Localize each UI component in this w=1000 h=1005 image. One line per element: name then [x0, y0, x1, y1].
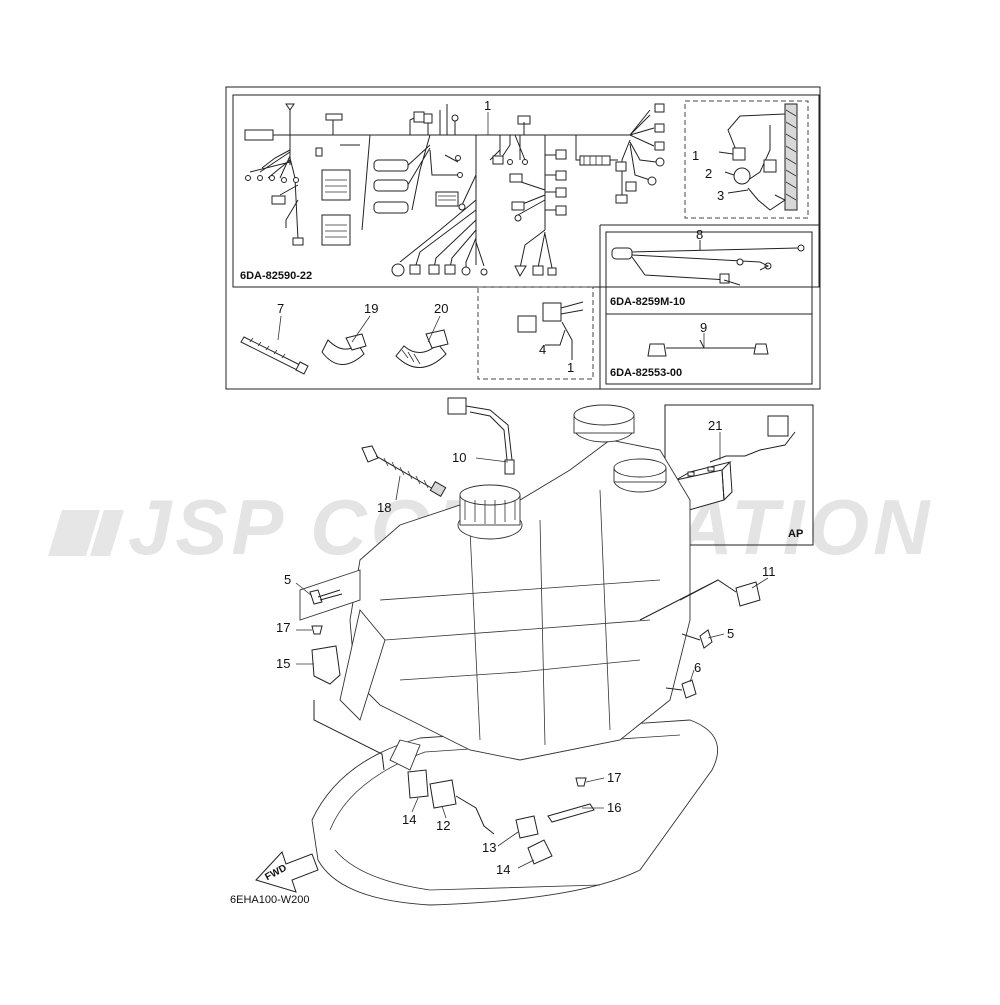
label-21: 21: [708, 418, 722, 433]
connector-icon: [611, 247, 633, 260]
clip-icon: [547, 803, 595, 823]
clamp-icon-2: [395, 343, 447, 368]
label-12: 12: [436, 818, 450, 833]
label-15: 15: [276, 656, 290, 671]
relay-icon: [517, 315, 537, 333]
label-13: 13: [482, 840, 496, 855]
leader-lines: [277, 112, 769, 869]
label-17-right: 17: [607, 770, 621, 785]
relay-detail: [517, 301, 584, 360]
cable-tie-icon: [240, 336, 301, 371]
code-main-harness: 6DA-82590-22: [240, 270, 312, 282]
clamp-icon: [321, 339, 365, 365]
sensor-connector-icon: [767, 415, 789, 437]
top-kit-frame: [225, 86, 821, 390]
grommet-left-icon: [407, 769, 429, 799]
label-14-bottom: 14: [496, 862, 510, 877]
fwd-arrow-icon: [255, 851, 319, 893]
label-5-left: 5: [284, 572, 291, 587]
diagram-code: 6EHA100-W200: [230, 894, 310, 906]
main-wiring-harness: [244, 103, 665, 278]
sub-harness-9: [647, 339, 769, 357]
code-harness-9: 6DA-82553-00: [610, 367, 682, 379]
label-2: 2: [705, 166, 712, 181]
engine-assembly: [299, 404, 719, 906]
watermark-logo-icon: [48, 510, 124, 556]
cable-icon: [361, 445, 379, 463]
label-6: 6: [694, 660, 701, 675]
temperature-sensor-icon: [447, 397, 467, 415]
label-5-right: 5: [727, 626, 734, 641]
label-16: 16: [607, 800, 621, 815]
pressure-sensor-icon: [735, 581, 761, 607]
label-4: 4: [539, 342, 546, 357]
sub-harness-frame: [605, 231, 813, 385]
label-1-relay: 1: [567, 360, 574, 375]
bracket-icon: [311, 645, 341, 685]
label-9: 9: [700, 320, 707, 335]
kit-outer-frame: [225, 86, 821, 390]
code-harness-8: 6DA-8259M-10: [610, 296, 685, 308]
label-11: 11: [762, 564, 776, 579]
label-20: 20: [434, 301, 448, 316]
small-parts: [240, 329, 449, 375]
switch-icon: [429, 779, 457, 809]
grommet-icon: [647, 343, 667, 357]
labels: 1 1 2 3 6DA-82590-22 8 6DA-8259M-10 9 6D…: [230, 98, 803, 906]
harness-trunk: [290, 114, 651, 136]
switch-knob-icon: [515, 815, 539, 839]
bottom-cowling: [311, 719, 719, 906]
code-ap: AP: [788, 528, 803, 540]
harness-detail: [718, 103, 798, 211]
label-1: 1: [484, 98, 491, 113]
label-19: 19: [364, 301, 378, 316]
bolt-icon: [309, 589, 323, 605]
label-18: 18: [377, 500, 391, 515]
label-1-sub: 1: [692, 148, 699, 163]
label-3: 3: [717, 188, 724, 203]
relay-detail-box: [477, 286, 594, 380]
label-17-left: 17: [276, 620, 290, 635]
label-10: 10: [452, 450, 466, 465]
sub-harness-8: [611, 240, 805, 286]
label-14-left: 14: [402, 812, 416, 827]
label-7: 7: [277, 301, 284, 316]
label-8: 8: [696, 227, 703, 242]
engine-parts: [255, 397, 761, 893]
